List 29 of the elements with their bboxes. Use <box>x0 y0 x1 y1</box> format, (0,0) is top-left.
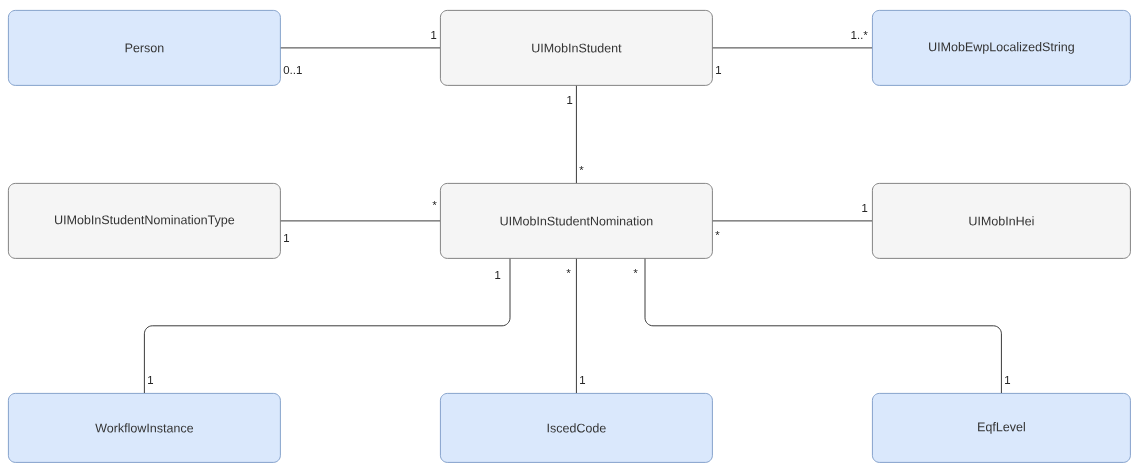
class-box: UIMobEwpLocalizedString <box>872 10 1131 86</box>
class-box: EqfLevel <box>872 393 1131 463</box>
class-box: UIMobInStudentNominationType <box>8 183 281 259</box>
association-line <box>575 85 577 184</box>
class-box: UIMobInStudent <box>440 10 713 86</box>
multiplicity-label: * <box>633 269 638 274</box>
association-line <box>280 47 441 49</box>
class-box: UIMobInStudentNomination <box>440 183 713 259</box>
class-box: WorkflowInstance <box>8 393 281 463</box>
multiplicity-label: 1 <box>1005 376 1011 384</box>
multiplicity-label: 1 <box>580 376 586 384</box>
multiplicity-label: 1 <box>495 271 501 279</box>
association-line <box>712 47 873 49</box>
class-box: Person <box>8 10 281 86</box>
multiplicity-label: * <box>715 231 720 236</box>
multiplicity-label: 1 <box>431 31 437 39</box>
multiplicity-label: 1..* <box>851 31 868 39</box>
association-line <box>644 258 1002 394</box>
class-box: IscedCode <box>440 393 713 463</box>
multiplicity-label: 1 <box>148 376 154 384</box>
association-line <box>280 220 441 222</box>
class-box: UIMobInHei <box>872 183 1131 259</box>
multiplicity-label: * <box>579 166 584 171</box>
multiplicity-label: * <box>566 269 571 274</box>
association-line <box>712 220 873 222</box>
association-line <box>143 258 511 394</box>
association-line <box>575 258 577 394</box>
multiplicity-label: 1 <box>567 96 573 104</box>
multiplicity-label: 1 <box>862 204 868 212</box>
